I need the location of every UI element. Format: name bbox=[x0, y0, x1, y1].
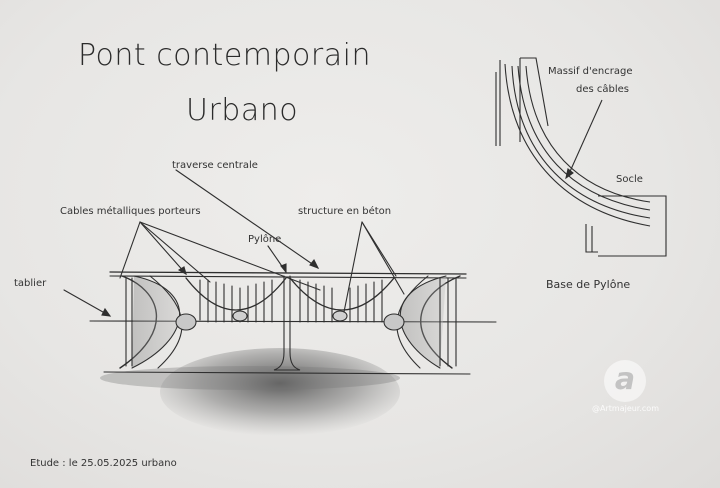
watermark-url: @Artmajeur.com bbox=[592, 404, 659, 413]
left-suspension-cable bbox=[185, 277, 287, 311]
arrowheads bbox=[101, 258, 320, 317]
left-node bbox=[175, 313, 197, 331]
pylon-base-detail bbox=[495, 57, 667, 257]
right-mid-node bbox=[332, 310, 348, 322]
title-line-1: Pont contemporain bbox=[78, 38, 371, 73]
label-socle: Socle bbox=[616, 174, 643, 185]
right-node bbox=[383, 313, 405, 331]
deck-top-line bbox=[109, 271, 467, 275]
deck-top-line-2 bbox=[109, 275, 467, 279]
label-massif: Massif d'encrage bbox=[548, 66, 633, 77]
right-suspension-cable bbox=[289, 277, 395, 311]
label-cables-porteurs: Cables métalliques porteurs bbox=[60, 206, 201, 217]
label-traverse-centrale: traverse centrale bbox=[172, 160, 258, 171]
pointer-lines bbox=[63, 169, 405, 317]
label-massif-2: des câbles bbox=[576, 84, 630, 95]
ground-line bbox=[103, 371, 471, 375]
central-pylon bbox=[273, 275, 301, 371]
left-arch-inner bbox=[131, 275, 181, 369]
left-mid-node bbox=[232, 310, 248, 322]
watermark-logo: a bbox=[604, 360, 646, 402]
title-line-2: Urbano bbox=[186, 93, 299, 128]
ground-shadow bbox=[100, 348, 400, 436]
label-tablier: tablier bbox=[14, 278, 47, 289]
label-structure-beton: structure en béton bbox=[298, 206, 392, 217]
label-pylone: Pylône bbox=[248, 234, 282, 245]
label-base-pylone: Base de Pylône bbox=[546, 278, 631, 291]
left-hangers bbox=[125, 277, 273, 367]
right-hangers bbox=[299, 277, 457, 367]
study-note: Etude : le 25.05.2025 urbano bbox=[30, 458, 177, 469]
